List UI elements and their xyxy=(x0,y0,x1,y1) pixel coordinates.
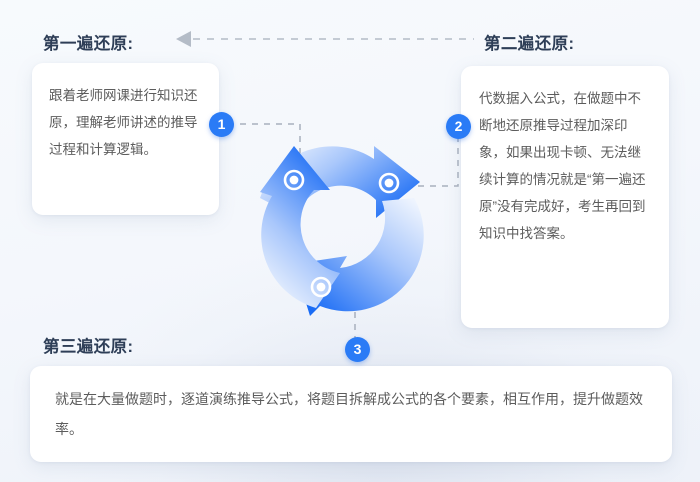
step-1-heading: 第一遍还原: xyxy=(43,35,134,53)
arrowhead-left-icon xyxy=(176,31,191,47)
step-3-badge[interactable]: 3 xyxy=(345,337,370,362)
step-3-card: 就是在大量做题时，逐道演练推导公式，将题目拆解成公式的各个要素，相互作用，提升做… xyxy=(30,366,672,462)
step-3-body: 就是在大量做题时，逐道演练推导公式，将题目拆解成公式的各个要素，相互作用，提升做… xyxy=(55,391,643,437)
top-dashed-arrow-connector xyxy=(176,31,474,47)
three-arrow-cycle-graphic xyxy=(260,146,424,316)
step-2-card: 代数据入公式，在做题中不断地还原推导过程加深印象，如果出现卡顿、无法继续计算的情… xyxy=(461,66,669,328)
cycle-node-top-left xyxy=(283,169,305,191)
step-2-body: 代数据入公式，在做题中不断地还原推导过程加深印象，如果出现卡顿、无法继续计算的情… xyxy=(479,91,646,241)
step-2-badge[interactable]: 2 xyxy=(446,114,471,139)
step-3-heading: 第三遍还原: xyxy=(43,338,134,356)
step-1-card: 跟着老师网课进行知识还原，理解老师讲述的推导过程和计算逻辑。 xyxy=(32,63,219,215)
step-1-body: 跟着老师网课进行知识还原，理解老师讲述的推导过程和计算逻辑。 xyxy=(49,88,198,157)
step-2-heading: 第二遍还原: xyxy=(484,35,575,53)
cycle-node-right xyxy=(378,172,400,194)
cycle-node-bottom xyxy=(310,276,332,298)
step-3-leader-line xyxy=(354,288,356,346)
cycle-arrow-left xyxy=(260,146,340,308)
step-1-leader-line xyxy=(228,123,301,194)
step-2-leader-line xyxy=(398,124,459,187)
step-1-badge[interactable]: 1 xyxy=(209,112,234,137)
